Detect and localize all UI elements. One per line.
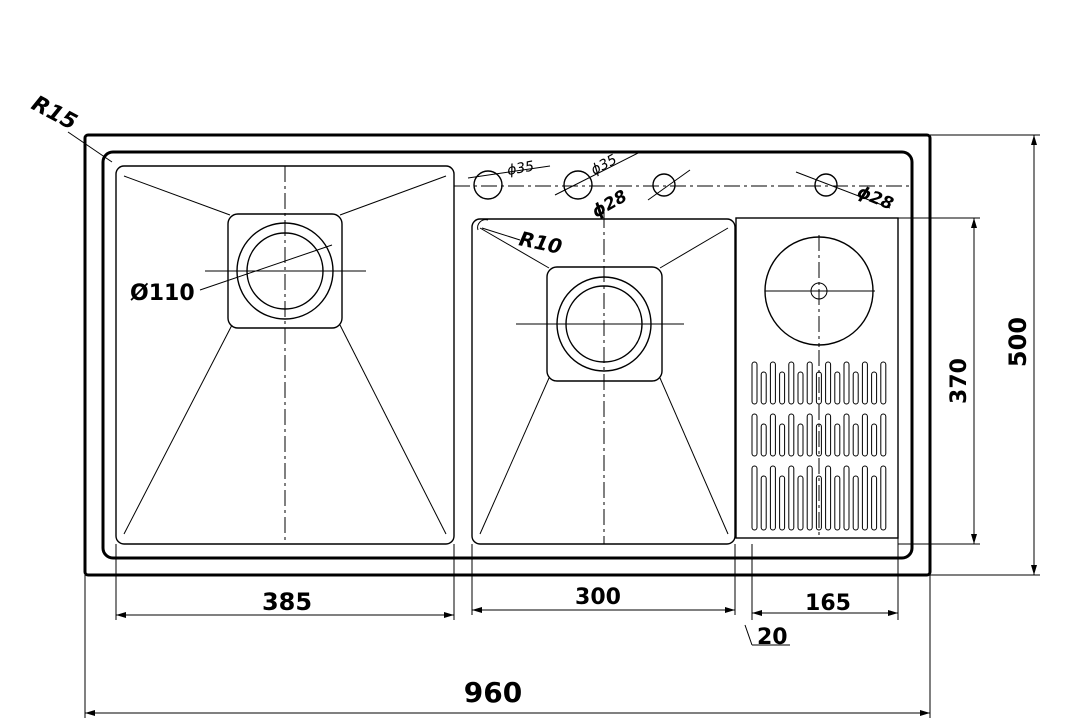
- total-width-label: 960: [464, 676, 522, 709]
- corner-radius-label: R15: [27, 91, 81, 135]
- drainer-slots: [751, 361, 887, 531]
- tap-holes: [454, 151, 912, 209]
- drainer-width-label: 165: [805, 591, 851, 616]
- drainer-slot: [788, 361, 795, 405]
- drainer-slot: [871, 371, 878, 405]
- drainer-slot: [806, 361, 813, 405]
- drainer-slot: [769, 465, 776, 531]
- drainer-slot: [861, 361, 868, 405]
- drainer-slot: [825, 413, 832, 457]
- drainer-slot: [825, 465, 832, 531]
- drainer-slot: [815, 371, 822, 405]
- drainer-slot: [843, 361, 850, 405]
- drainer-slot: [852, 423, 859, 457]
- hole-28-b-label: ϕ28: [854, 182, 896, 215]
- drainer-slot: [769, 361, 776, 405]
- middle-bowl: [471, 212, 736, 545]
- drainer-slot: [825, 361, 832, 405]
- left-bowl: [115, 165, 455, 545]
- drainer-slot: [788, 465, 795, 531]
- drainer-slot: [797, 475, 804, 531]
- drainer-slot: [834, 475, 841, 531]
- drainer-slot: [843, 465, 850, 531]
- drainer-slot: [815, 423, 822, 457]
- divider-width-label: 20: [757, 625, 788, 650]
- hole-35-a-label: ϕ35: [506, 158, 536, 178]
- drainer-slot: [788, 413, 795, 457]
- drainer-slot: [852, 475, 859, 531]
- dimension-lines: [67, 131, 1040, 718]
- drainer-slot: [760, 475, 767, 531]
- drainer-slot: [760, 371, 767, 405]
- hole-28-a-label: ϕ28: [589, 186, 631, 222]
- drainer-slot: [797, 371, 804, 405]
- sink-outline: [83, 133, 932, 577]
- drainer-slot: [779, 371, 786, 405]
- drainer-slot: [852, 371, 859, 405]
- drainer-slot: [806, 413, 813, 457]
- drainer-slot: [751, 465, 758, 531]
- drainer-area: [735, 217, 899, 539]
- drainer-slot: [880, 465, 887, 531]
- left-bowl-width-label: 385: [262, 588, 312, 616]
- drainer-slot: [861, 413, 868, 457]
- drainer-slot: [880, 361, 887, 405]
- drainer-slot: [861, 465, 868, 531]
- drainer-slot: [815, 475, 822, 531]
- drainer-slot: [779, 423, 786, 457]
- drainer-slot: [760, 423, 767, 457]
- hole-35-b-label: ϕ35: [588, 152, 619, 179]
- drainer-slot: [751, 361, 758, 405]
- drainer-slot: [797, 423, 804, 457]
- drainer-slot: [834, 423, 841, 457]
- drainer-slot: [806, 465, 813, 531]
- drainer-slot: [843, 413, 850, 457]
- drainer-slot: [880, 413, 887, 457]
- drainer-slot: [779, 475, 786, 531]
- drainer-slot: [769, 413, 776, 457]
- drainer-slot: [751, 413, 758, 457]
- drainer-depth-label: 370: [947, 358, 972, 404]
- drainer-slot: [871, 475, 878, 531]
- middle-bowl-width-label: 300: [575, 585, 621, 610]
- drain-diameter-label: Ø110: [130, 281, 195, 306]
- drainer-slot: [834, 371, 841, 405]
- total-depth-label: 500: [1004, 317, 1032, 367]
- drainer-slot: [871, 423, 878, 457]
